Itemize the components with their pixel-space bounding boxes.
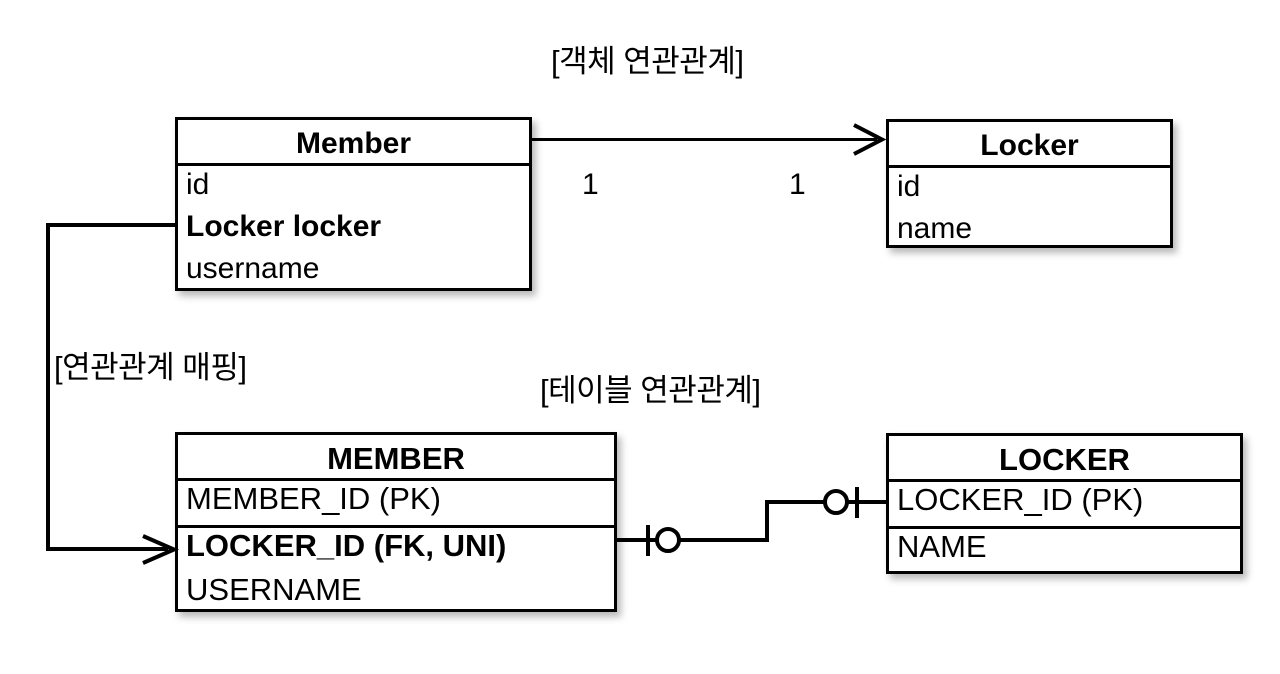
class-member-attributes: id Locker locker username xyxy=(178,166,529,296)
association-line xyxy=(532,138,877,141)
table-locker-divider-2 xyxy=(889,526,1240,529)
table-locker-divider-1 xyxy=(889,479,1240,482)
class-member-title: Member xyxy=(295,127,412,160)
table-member-col-locker-id: LOCKER_ID (FK, UNI) xyxy=(186,528,507,563)
caption-object-relation: [객체 연관관계] xyxy=(551,44,744,79)
table-relationship-line xyxy=(617,500,886,542)
class-member-attr-locker: Locker locker xyxy=(186,210,382,243)
table-box-locker[interactable]: LOCKER LOCKER_ID (PK) NAME xyxy=(886,433,1243,574)
association-multiplicity-target: 1 xyxy=(789,168,806,201)
class-member-attr-id: id xyxy=(186,168,210,201)
class-locker-attr-id: id xyxy=(897,170,921,203)
class-member-attr-username: username xyxy=(186,252,320,285)
table-locker-col-name: NAME xyxy=(897,529,987,564)
mapping-arrow-line xyxy=(46,223,175,551)
table-member-pk-section: MEMBER_ID (PK) xyxy=(178,481,614,525)
table-locker-col-locker-id: LOCKER_ID (PK) xyxy=(897,482,1144,517)
class-locker-title: Locker xyxy=(980,129,1079,162)
class-locker-divider xyxy=(889,165,1170,168)
class-box-member[interactable]: Member id Locker locker username xyxy=(175,117,532,291)
class-member-divider xyxy=(178,163,529,166)
caption-mapping: [연관관계 매핑] xyxy=(54,350,247,385)
table-locker-title: LOCKER xyxy=(999,442,1130,477)
class-box-locker[interactable]: Locker id name xyxy=(886,119,1173,248)
class-locker-attr-name: name xyxy=(897,212,973,245)
class-locker-attributes: id name xyxy=(889,168,1170,256)
table-locker-columns: NAME xyxy=(889,529,1240,573)
table-member-divider-1 xyxy=(178,478,614,481)
table-member-title: MEMBER xyxy=(327,441,465,476)
table-member-col-member-id: MEMBER_ID (PK) xyxy=(186,481,441,516)
relationship-right-zero-circle xyxy=(823,489,849,515)
relationship-left-zero-circle xyxy=(655,527,681,553)
table-member-columns: LOCKER_ID (FK, UNI) USERNAME xyxy=(178,528,614,616)
table-locker-pk-section: LOCKER_ID (PK) xyxy=(889,482,1240,526)
caption-table-relation: [테이블 연관관계] xyxy=(540,373,761,408)
table-member-col-username: USERNAME xyxy=(186,572,362,607)
mapping-arrow-head xyxy=(142,534,180,565)
table-box-member[interactable]: MEMBER MEMBER_ID (PK) LOCKER_ID (FK, UNI… xyxy=(175,432,617,612)
table-member-divider-2 xyxy=(178,525,614,528)
association-multiplicity-source: 1 xyxy=(582,168,599,201)
